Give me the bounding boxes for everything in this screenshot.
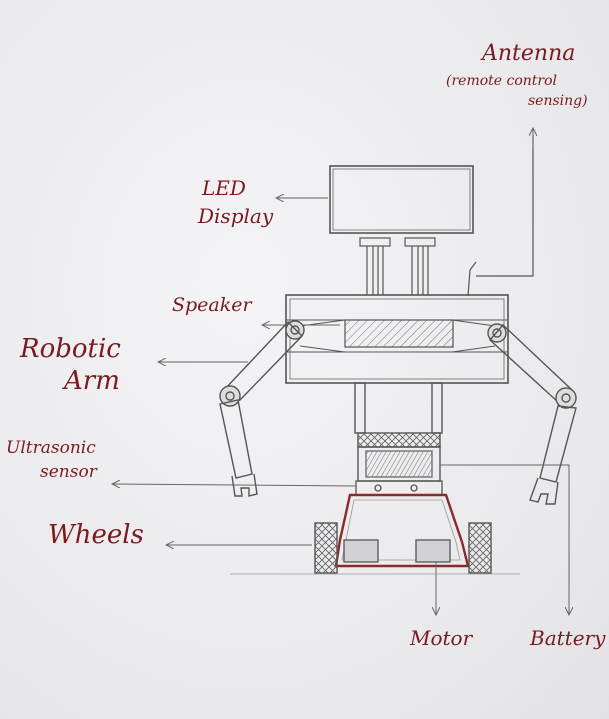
speaker-label: Speaker bbox=[172, 296, 252, 316]
motors bbox=[344, 540, 450, 562]
ultrasonic-label-line2: sensor bbox=[40, 464, 97, 482]
motor-label: Motor bbox=[410, 628, 472, 649]
left-wheel bbox=[315, 523, 337, 573]
arm-label-line1: Robotic bbox=[20, 336, 121, 363]
body-columns bbox=[355, 383, 442, 433]
ultrasonic-label-line1: Ultrasonic bbox=[6, 440, 96, 458]
antenna-title: Antenna bbox=[482, 42, 575, 65]
led-display bbox=[330, 166, 473, 233]
antenna-desc-line1: (remote control bbox=[446, 74, 557, 89]
ultrasonic-sensor bbox=[356, 481, 442, 495]
led-label-line1: LED bbox=[202, 178, 246, 199]
arm-label-line2: Arm bbox=[64, 368, 120, 395]
battery bbox=[358, 433, 440, 481]
battery-label: Battery bbox=[530, 628, 605, 649]
battery-leader bbox=[440, 465, 569, 615]
antenna bbox=[468, 135, 533, 296]
led-label-line2: Display bbox=[198, 206, 273, 227]
antenna-desc-line2: sensing) bbox=[528, 94, 588, 109]
neck bbox=[360, 238, 435, 295]
right-wheel bbox=[469, 523, 491, 573]
wheels-label: Wheels bbox=[48, 522, 144, 549]
speaker bbox=[345, 320, 453, 347]
left-arm bbox=[220, 322, 302, 496]
right-arm bbox=[490, 325, 576, 504]
